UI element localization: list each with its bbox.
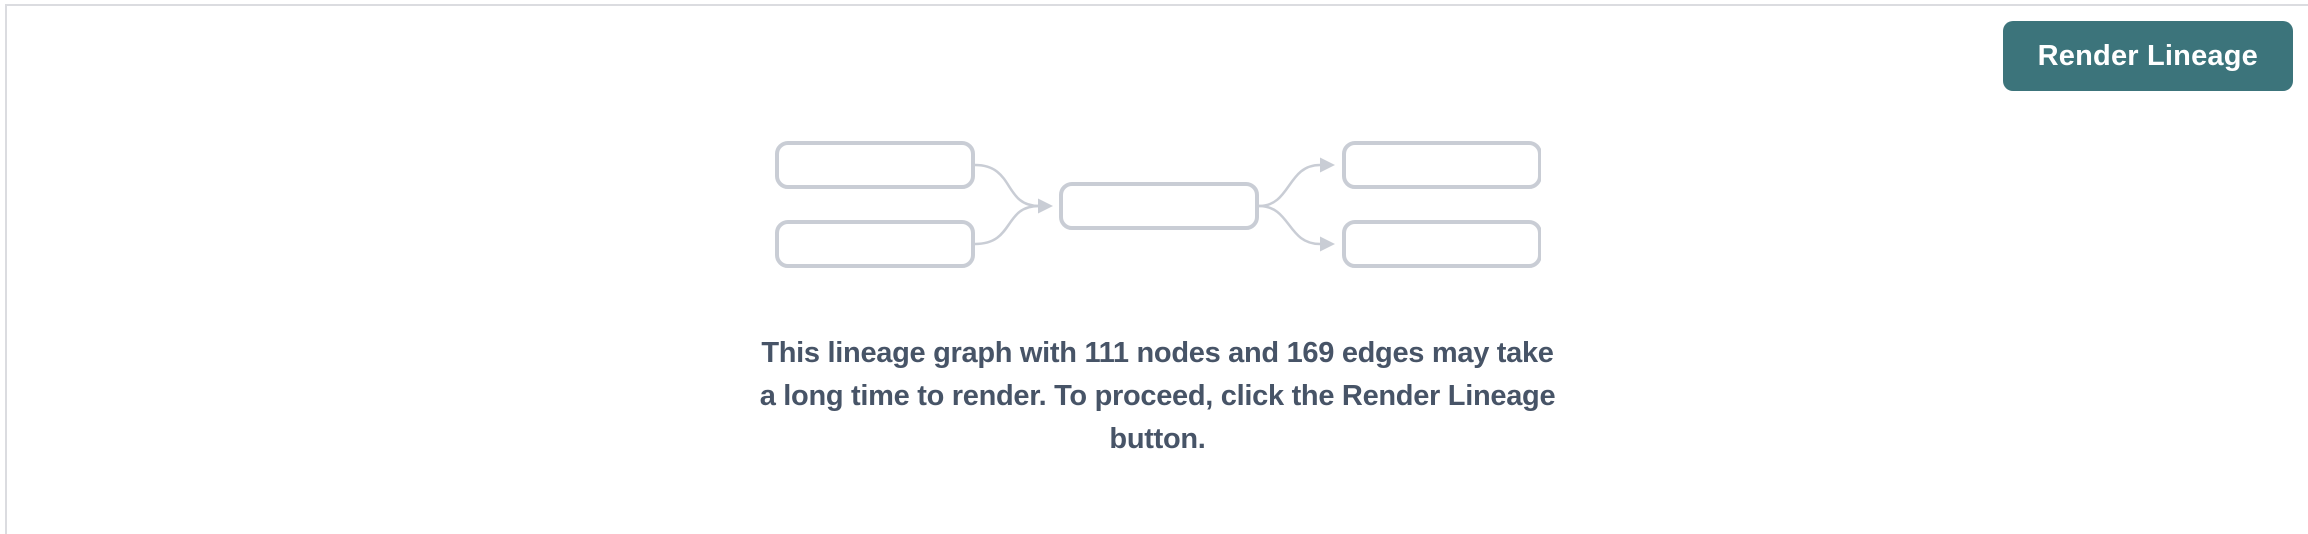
placeholder-node-downstream-bottom xyxy=(1341,220,1541,268)
placeholder-node-downstream-top xyxy=(1341,141,1541,189)
placeholder-node-upstream-top xyxy=(774,141,975,189)
placeholder-edge-out-top xyxy=(1258,163,1320,208)
placeholder-edge-out-bottom xyxy=(1258,204,1320,246)
placeholder-edge-in-top xyxy=(974,163,1039,208)
placeholder-arrowhead-top xyxy=(1319,157,1335,173)
message-line-3: button. xyxy=(1109,423,1206,455)
placeholder-node-center xyxy=(1058,182,1259,230)
placeholder-arrowhead-bottom xyxy=(1319,236,1335,252)
placeholder-arrowhead-center xyxy=(1037,198,1053,214)
lineage-graph-placeholder-icon xyxy=(774,141,1541,268)
placeholder-edge-in-bottom xyxy=(974,204,1039,246)
lineage-panel: Render Lineage xyxy=(5,4,2308,534)
lineage-warning-message: This lineage graph with 111 nodes and 16… xyxy=(7,332,2308,461)
message-line-1: This lineage graph with 111 nodes and 16… xyxy=(761,337,1554,369)
placeholder-node-upstream-bottom xyxy=(774,220,975,268)
message-line-2: a long time to render. To proceed, click… xyxy=(759,380,1556,412)
lineage-empty-state: This lineage graph with 111 nodes and 16… xyxy=(7,141,2308,461)
render-lineage-button[interactable]: Render Lineage xyxy=(2002,21,2293,91)
